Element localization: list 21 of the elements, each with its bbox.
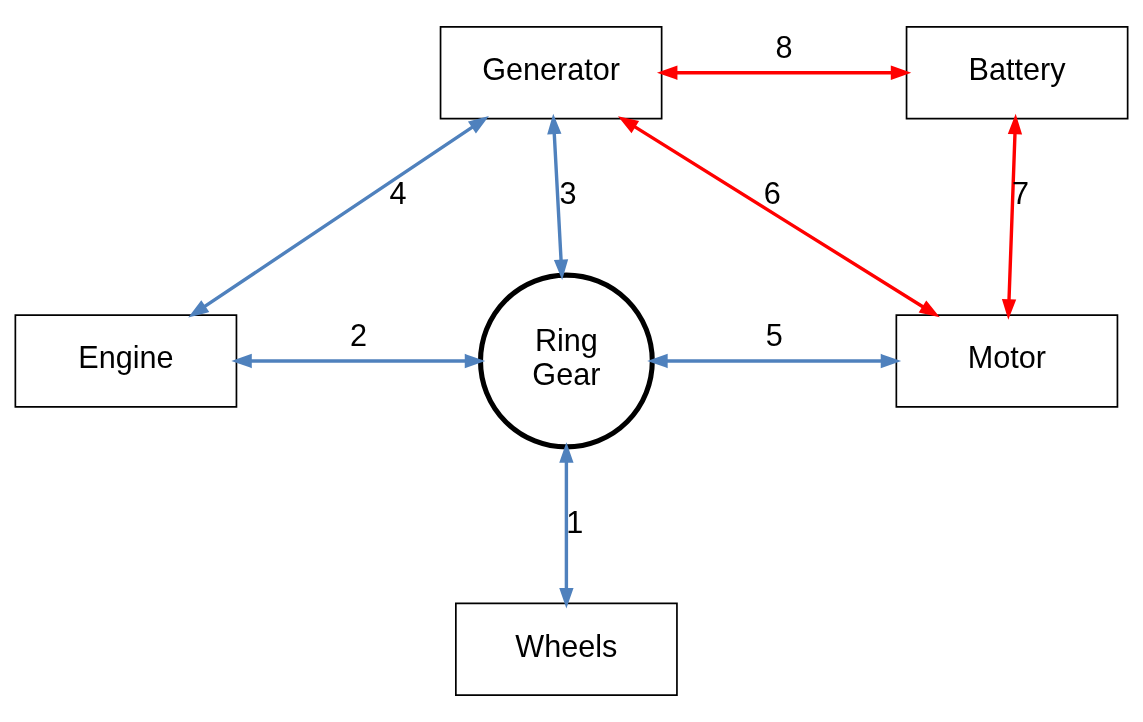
- arrow: [547, 113, 569, 281]
- edge-label: 6: [763, 176, 781, 211]
- edge-label: 5: [765, 318, 783, 353]
- node-box: Engine: [14, 314, 238, 408]
- arrow: [647, 353, 902, 369]
- node-box: Wheels: [455, 602, 678, 697]
- arrow: [1001, 113, 1023, 320]
- edge-label: 3: [559, 176, 577, 211]
- arrow: [656, 65, 912, 80]
- node-circle: Ring Gear: [477, 272, 655, 450]
- arrow: [617, 116, 940, 318]
- node-box: Generator: [439, 25, 663, 120]
- edge-label: 8: [775, 30, 793, 65]
- edge-label: 2: [349, 318, 367, 353]
- edge-label: 4: [389, 176, 407, 211]
- arrow: [559, 442, 574, 609]
- node-box: Motor: [895, 314, 1119, 408]
- arrow: [231, 353, 486, 369]
- node-box: Battery: [905, 25, 1129, 120]
- arrow: [188, 116, 489, 318]
- edge-label: 1: [566, 504, 584, 539]
